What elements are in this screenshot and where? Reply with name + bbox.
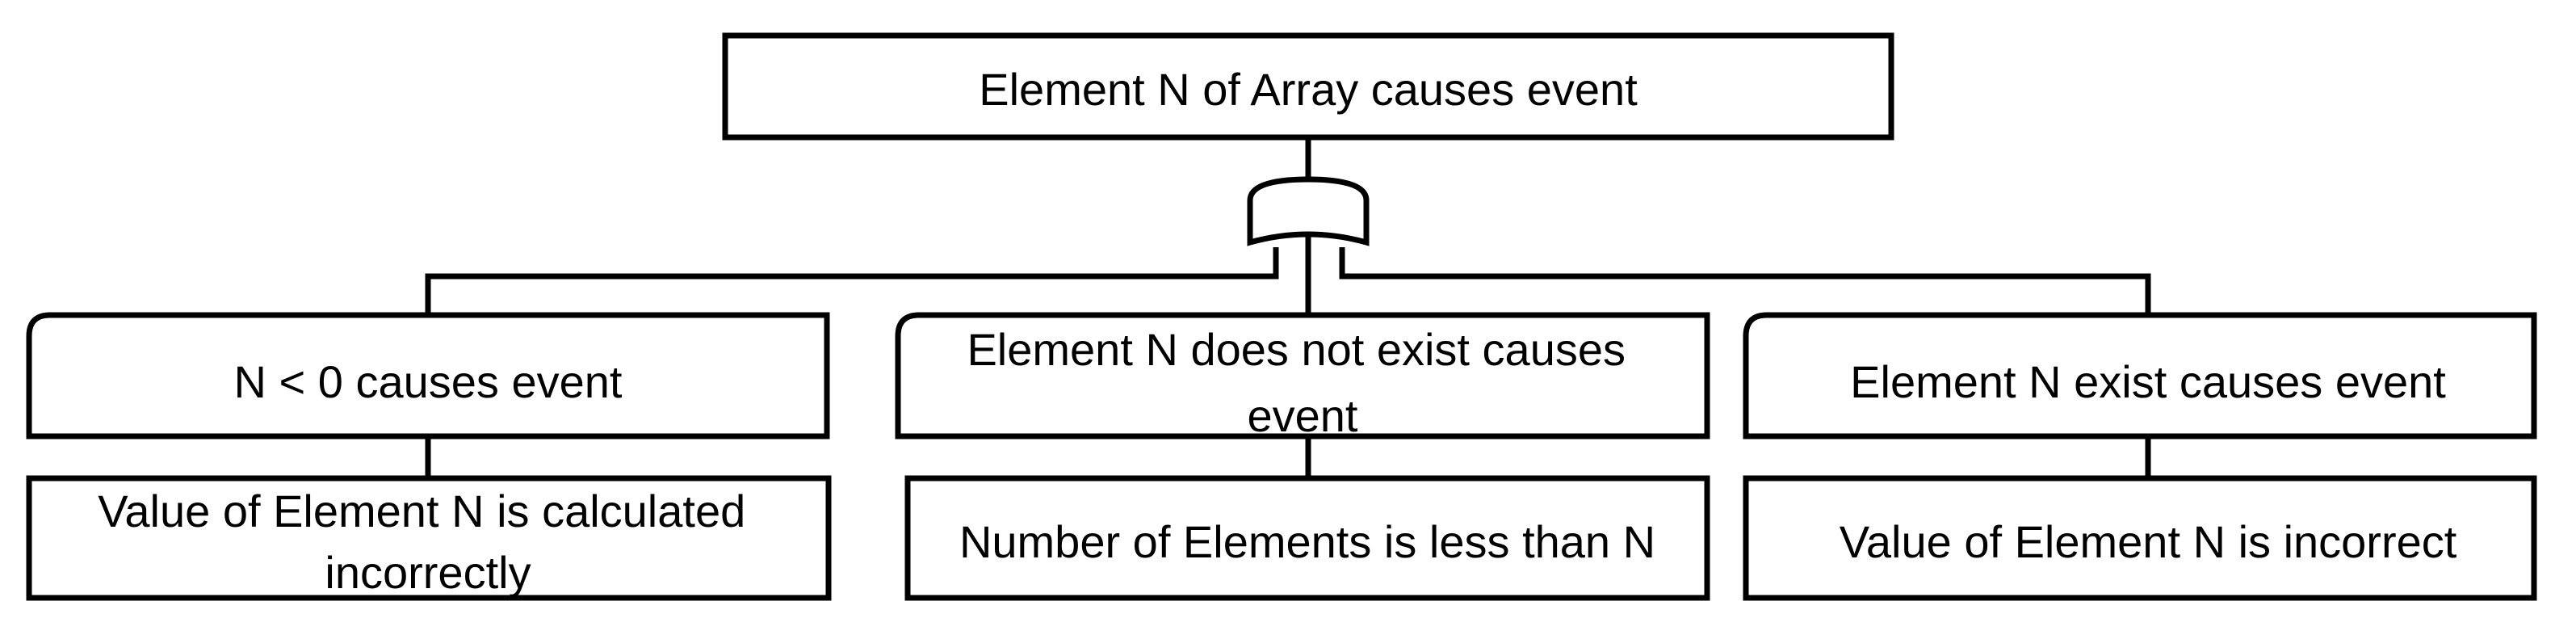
- top-event: Element N of Array causes event: [722, 32, 1894, 141]
- or-gate-icon: [1247, 176, 1370, 247]
- cause-box-calculated-incorrectly: Value of Element N is calculated incorre…: [26, 475, 832, 601]
- condition-box-element-not-exist: Element N does not exist causes event: [895, 312, 1710, 441]
- condition-box-element-exists: Element N exist causes event: [1743, 312, 2537, 439]
- cause-box-value-incorrect: Value of Element N is incorrect: [1743, 475, 2537, 601]
- cause-label-fewer-elements: Number of Elements is less than N: [959, 516, 1655, 567]
- cause-label-calculated-incorrectly: Value of Element N is calculated incorre…: [98, 486, 758, 598]
- condition-box-negative-index: N < 0 causes event: [26, 312, 830, 439]
- condition-label-element-exists: Element N exist causes event: [1850, 356, 2446, 407]
- condition-label-element-not-exist: Element N does not exist causes event: [967, 324, 1638, 441]
- cause-label-value-incorrect: Value of Element N is incorrect: [1840, 516, 2457, 567]
- cause-box-fewer-elements: Number of Elements is less than N: [904, 475, 1710, 601]
- condition-label-negative-index: N < 0 causes event: [234, 356, 623, 407]
- top-event-label: Element N of Array causes event: [979, 64, 1638, 115]
